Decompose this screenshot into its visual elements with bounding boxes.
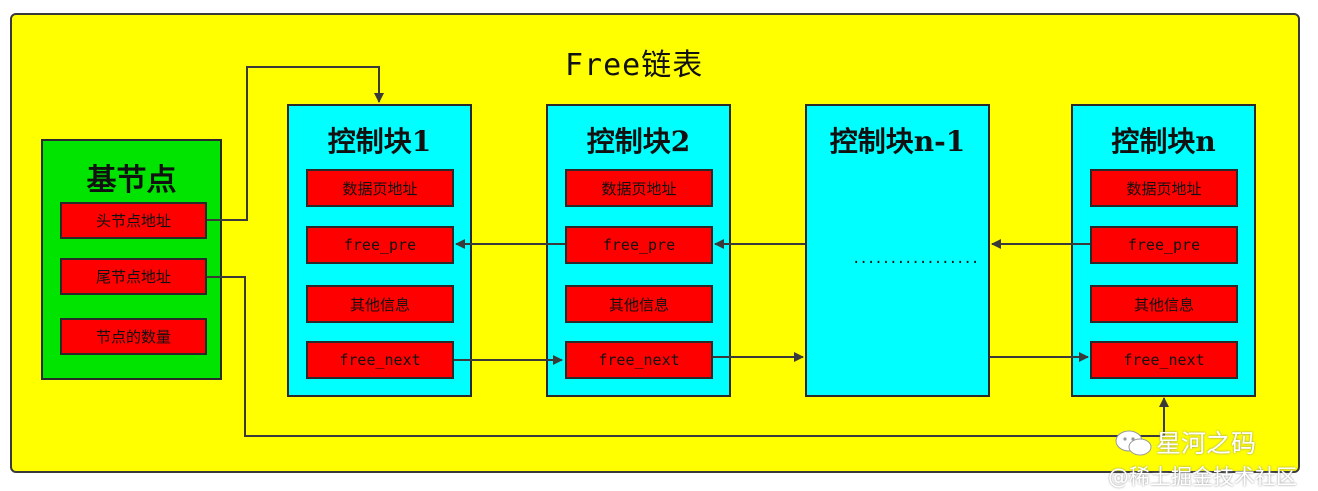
omitted-blocks-ellipsis: .................	[852, 251, 979, 267]
control-block-n-title: 控制块n	[1111, 125, 1216, 158]
block-2-field-page-address: 数据页地址	[565, 169, 713, 207]
base-field-tail-address: 尾节点地址	[60, 258, 207, 295]
block-1-field-free-pre: free_pre	[306, 226, 454, 264]
head-pointer-arrow	[207, 66, 384, 221]
block-n-field-free-pre: free_pre	[1090, 226, 1238, 264]
diagram-title: Free链表	[565, 48, 704, 83]
base-node-title: 基节点	[86, 163, 177, 198]
block-1-field-page-address: 数据页地址	[306, 169, 454, 207]
block-n-field-page-address: 数据页地址	[1090, 169, 1238, 207]
control-block-1-title: 控制块1	[327, 125, 432, 158]
control-block-n-1: 控制块n-1	[805, 104, 990, 397]
tail-pointer-arrow	[207, 276, 1169, 437]
base-field-node-count: 节点的数量	[60, 318, 207, 355]
block-n-field-free-next: free_next	[1090, 341, 1238, 379]
block-n-field-other-info: 其他信息	[1090, 285, 1238, 323]
block-2-field-other-info: 其他信息	[565, 285, 713, 323]
block-1-field-other-info: 其他信息	[306, 285, 454, 323]
control-block-n-1-title: 控制块n-1	[829, 125, 966, 158]
block-1-field-free-next: free_next	[306, 341, 454, 379]
block-2-field-free-next: free_next	[565, 341, 713, 379]
watermark-site: @稀土掘金技术社区	[1108, 465, 1297, 489]
wechat-icon	[1115, 430, 1152, 456]
watermark-author: 星河之码	[1156, 429, 1257, 458]
base-field-head-address: 头节点地址	[60, 202, 207, 239]
block-2-field-free-pre: free_pre	[565, 226, 713, 264]
control-block-2-title: 控制块2	[586, 125, 691, 158]
